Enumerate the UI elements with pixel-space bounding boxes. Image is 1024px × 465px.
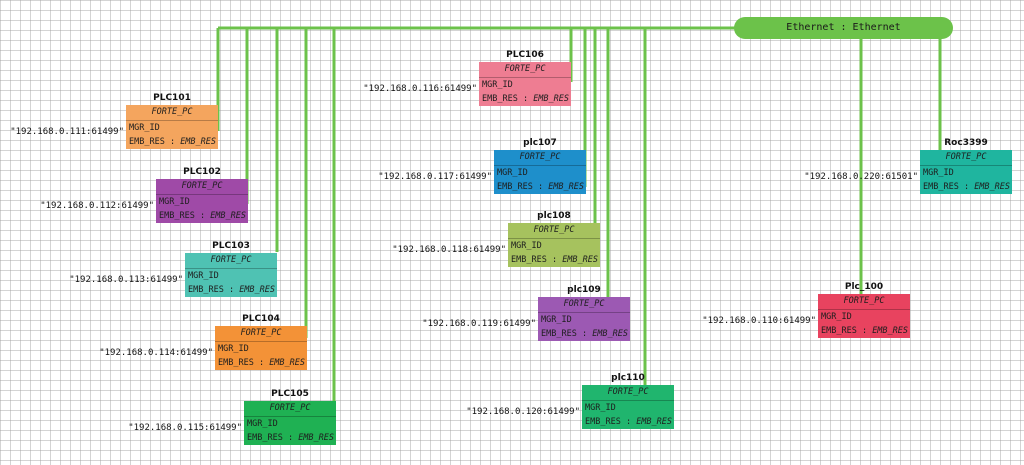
device-plc101[interactable]: PLC101 FORTE_PC MGR_ID EMB_RES : EMB_RES… xyxy=(10,93,218,149)
device-type: FORTE_PC xyxy=(479,62,571,78)
device-address[interactable]: "192.168.0.115:61499" xyxy=(128,423,242,433)
device-name: PLC104 xyxy=(242,314,280,324)
device-mgr-port[interactable]: MGR_ID xyxy=(218,344,249,354)
device-resource[interactable]: EMB_RES : EMB_RES xyxy=(218,358,306,368)
device-resource[interactable]: EMB_RES : EMB_RES xyxy=(541,329,629,339)
device-type: FORTE_PC xyxy=(818,294,910,310)
device-resource[interactable]: EMB_RES : EMB_RES xyxy=(188,285,276,295)
device-address[interactable]: "192.168.0.113:61499" xyxy=(69,275,183,285)
device-mgr-port[interactable]: MGR_ID xyxy=(129,123,160,133)
device-address[interactable]: "192.168.0.120:61499" xyxy=(466,407,580,417)
device-resource[interactable]: EMB_RES : EMB_RES xyxy=(511,255,599,265)
device-type: FORTE_PC xyxy=(538,297,630,313)
device-mgr-port[interactable]: MGR_ID xyxy=(482,80,513,90)
device-plc104[interactable]: PLC104 FORTE_PC MGR_ID EMB_RES : EMB_RES… xyxy=(99,314,307,370)
device-type: FORTE_PC xyxy=(494,150,586,166)
device-mgr-port[interactable]: MGR_ID xyxy=(923,168,954,178)
device-resource[interactable]: EMB_RES : EMB_RES xyxy=(247,433,335,443)
device-address[interactable]: "192.168.0.119:61499" xyxy=(422,319,536,329)
device-plc106[interactable]: PLC106 FORTE_PC MGR_ID EMB_RES : EMB_RES… xyxy=(363,50,571,106)
device-address[interactable]: "192.168.0.116:61499" xyxy=(363,84,477,94)
device-resource[interactable]: EMB_RES : EMB_RES xyxy=(821,326,909,336)
device-name: plc108 xyxy=(537,211,571,221)
ethernet-segment[interactable]: Ethernet : Ethernet xyxy=(734,17,953,39)
device-type: FORTE_PC xyxy=(508,223,600,239)
device-mgr-port[interactable]: MGR_ID xyxy=(188,271,219,281)
device-name: PLC102 xyxy=(183,167,221,177)
device-type: FORTE_PC xyxy=(215,326,307,342)
device-type: FORTE_PC xyxy=(582,385,674,401)
device-mgr-port[interactable]: MGR_ID xyxy=(821,312,852,322)
device-address[interactable]: "192.168.0.117:61499" xyxy=(378,172,492,182)
device-name: plc109 xyxy=(567,285,601,295)
device-resource[interactable]: EMB_RES : EMB_RES xyxy=(159,211,247,221)
device-mgr-port[interactable]: MGR_ID xyxy=(511,241,542,251)
device-name: plc110 xyxy=(611,373,645,383)
device-plc102[interactable]: PLC102 FORTE_PC MGR_ID EMB_RES : EMB_RES… xyxy=(40,167,248,223)
device-roc3399[interactable]: Roc3399 FORTE_PC MGR_ID EMB_RES : EMB_RE… xyxy=(804,138,1012,194)
device-mgr-port[interactable]: MGR_ID xyxy=(585,403,616,413)
device-name: PLC101 xyxy=(153,93,191,103)
device-name: PLC103 xyxy=(212,241,250,251)
device-plc100[interactable]: Plc_100 FORTE_PC MGR_ID EMB_RES : EMB_RE… xyxy=(702,282,910,338)
device-type: FORTE_PC xyxy=(244,401,336,417)
device-type: FORTE_PC xyxy=(920,150,1012,166)
device-plc103[interactable]: PLC103 FORTE_PC MGR_ID EMB_RES : EMB_RES… xyxy=(69,241,277,297)
device-mgr-port[interactable]: MGR_ID xyxy=(159,197,190,207)
device-plc107[interactable]: plc107 FORTE_PC MGR_ID EMB_RES : EMB_RES… xyxy=(378,138,586,194)
device-address[interactable]: "192.168.0.220:61501" xyxy=(804,172,918,182)
device-address[interactable]: "192.168.0.114:61499" xyxy=(99,348,213,358)
device-name: PLC106 xyxy=(506,50,544,60)
device-plc110[interactable]: plc110 FORTE_PC MGR_ID EMB_RES : EMB_RES… xyxy=(466,373,674,429)
device-mgr-port[interactable]: MGR_ID xyxy=(541,315,572,325)
device-type: FORTE_PC xyxy=(126,105,218,121)
device-name: Roc3399 xyxy=(944,138,988,148)
device-name: plc107 xyxy=(523,138,557,148)
device-name: PLC105 xyxy=(271,389,309,399)
ethernet-segment-label: Ethernet : Ethernet xyxy=(786,22,901,33)
device-resource[interactable]: EMB_RES : EMB_RES xyxy=(585,417,673,427)
device-resource[interactable]: EMB_RES : EMB_RES xyxy=(482,94,570,104)
device-address[interactable]: "192.168.0.112:61499" xyxy=(40,201,154,211)
device-plc105[interactable]: PLC105 FORTE_PC MGR_ID EMB_RES : EMB_RES… xyxy=(128,389,336,445)
device-mgr-port[interactable]: MGR_ID xyxy=(247,419,278,429)
device-resource[interactable]: EMB_RES : EMB_RES xyxy=(923,182,1011,192)
device-resource[interactable]: EMB_RES : EMB_RES xyxy=(129,137,217,147)
device-address[interactable]: "192.168.0.111:61499" xyxy=(10,127,124,137)
device-type: FORTE_PC xyxy=(156,179,248,195)
device-type: FORTE_PC xyxy=(185,253,277,269)
device-plc108[interactable]: plc108 FORTE_PC MGR_ID EMB_RES : EMB_RES… xyxy=(392,211,600,267)
device-address[interactable]: "192.168.0.118:61499" xyxy=(392,245,506,255)
device-plc109[interactable]: plc109 FORTE_PC MGR_ID EMB_RES : EMB_RES… xyxy=(422,285,630,341)
device-address[interactable]: "192.168.0.110:61499" xyxy=(702,316,816,326)
device-mgr-port[interactable]: MGR_ID xyxy=(497,168,528,178)
device-name: Plc_100 xyxy=(844,282,884,292)
device-resource[interactable]: EMB_RES : EMB_RES xyxy=(497,182,585,192)
